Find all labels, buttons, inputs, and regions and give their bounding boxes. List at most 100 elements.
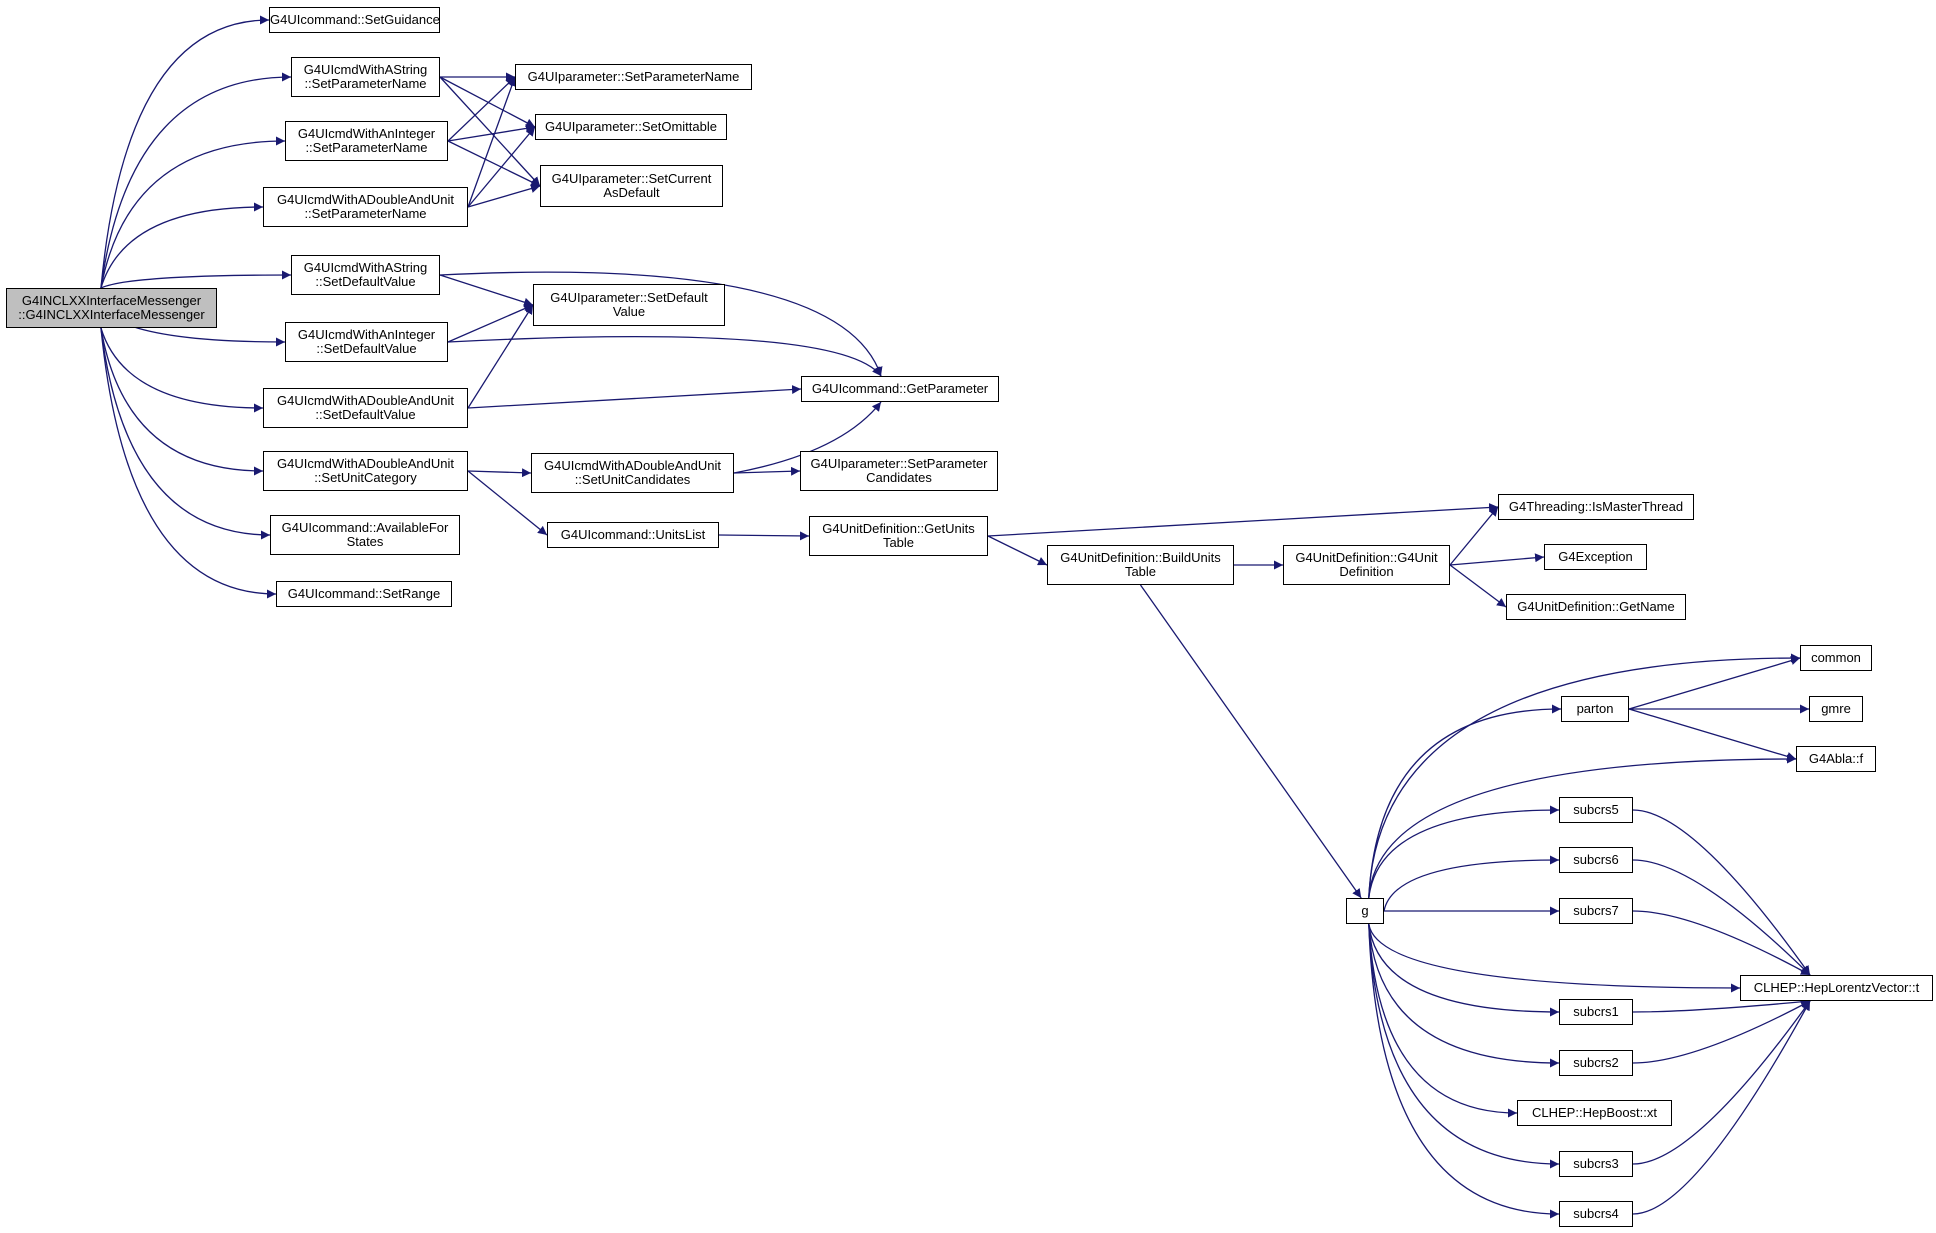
node-root[interactable]: G4INCLXXInterfaceMessenger::G4INCLXXInte… [6,288,217,328]
node-g4exception[interactable]: G4Exception [1544,544,1647,570]
node-param-setparamname[interactable]: G4UIparameter::SetParameterName [515,64,752,90]
node-label-line: G4UnitDefinition::BuildUnits [1060,550,1221,565]
node-dbl-setunitcand[interactable]: G4UIcmdWithADoubleAndUnit::SetUnitCandid… [531,453,734,493]
edge-subcrs2-to-hepvt [1632,1000,1811,1064]
node-subcrs3[interactable]: subcrs3 [1559,1151,1633,1177]
edge-subcrs4-to-hepvt [1632,1000,1811,1215]
node-hepvt[interactable]: CLHEP::HepLorentzVector::t [1740,975,1933,1001]
node-label-line: CLHEP::HepLorentzVector::t [1753,980,1920,995]
node-setguidance[interactable]: G4UIcommand::SetGuidance [269,7,440,33]
edge-g-to-subcrs2 [1368,923,1560,1068]
node-label-line: ::SetDefaultValue [315,407,416,422]
edge-str-setdefault-to-param-setdefault [439,274,534,307]
node-parton[interactable]: parton [1561,696,1629,722]
node-label-line: Candidates [866,470,932,485]
edge-dbl-setparamname-to-param-setomittable [467,126,536,208]
node-label-line: G4UIcmdWithADoubleAndUnit [543,458,722,473]
edge-subcrs7-to-hepvt [1632,910,1811,976]
edge-root-to-dbl-setparamname [100,202,264,289]
node-ablaf[interactable]: G4Abla::f [1796,746,1876,772]
node-label-line: G4UIparameter::SetOmittable [545,119,717,134]
edge-buildunitstable-to-g [1139,584,1362,899]
edge-parton-to-common [1628,656,1801,710]
node-hepboostxt[interactable]: CLHEP::HepBoost::xt [1517,1100,1672,1126]
node-ismaster[interactable]: G4Threading::IsMasterThread [1498,494,1694,520]
node-label-line: G4UnitDefinition::GetUnits [822,521,975,536]
edge-g4unitdef-to-g4exception [1449,553,1545,566]
node-label-line: Table [1124,564,1157,579]
node-label-line: subcrs1 [1573,1004,1619,1019]
edge-int-setparamname-to-param-setomittable [447,123,536,142]
edge-g-to-subcrs6 [1383,855,1560,912]
edge-g-to-ablaf [1368,754,1797,899]
node-param-setomittable[interactable]: G4UIparameter::SetOmittable [535,114,727,140]
node-gmre[interactable]: gmre [1809,696,1863,722]
edge-root-to-str-setparamname [100,72,292,289]
node-common[interactable]: common [1800,645,1872,671]
node-label-line: ::SetUnitCategory [314,470,417,485]
node-label-line: parton [1576,701,1614,716]
node-label-line: subcrs2 [1573,1055,1619,1070]
node-getname[interactable]: G4UnitDefinition::GetName [1506,594,1686,620]
node-subcrs2[interactable]: subcrs2 [1559,1050,1633,1076]
edge-root-to-dbl-setunitcat [100,327,264,476]
node-label-line: CLHEP::HepBoost::xt [1532,1105,1657,1120]
node-subcrs1[interactable]: subcrs1 [1559,999,1633,1025]
node-int-setdefault[interactable]: G4UIcmdWithAnInteger::SetDefaultValue [285,322,448,362]
node-label-line: subcrs6 [1573,852,1619,867]
node-label-line: G4UIcommand::GetParameter [811,381,989,396]
node-str-setdefault[interactable]: G4UIcmdWithAString::SetDefaultValue [291,255,440,295]
node-label-line: ::SetParameterName [304,206,427,221]
edge-dbl-setunitcat-to-dbl-setunitcand [467,468,532,478]
node-int-setparamname[interactable]: G4UIcmdWithAnInteger::SetParameterName [285,121,448,161]
edge-int-setdefault-to-param-setdefault [447,304,534,343]
node-dbl-setunitcat[interactable]: G4UIcmdWithADoubleAndUnit::SetUnitCatego… [263,451,468,491]
edge-dbl-setparamname-to-param-setcurrent [467,184,541,208]
node-label-line: G4UIcmdWithAnInteger [297,327,436,342]
edge-g-to-hepboostxt [1368,923,1518,1118]
node-label-line: subcrs5 [1573,802,1619,817]
edge-parton-to-ablaf [1628,708,1797,761]
edge-unitslist-to-getunitstable [718,531,810,541]
edge-g-to-subcrs4 [1368,923,1560,1219]
node-label-line: G4UIcmdWithAnInteger [297,126,436,141]
edge-g-to-subcrs1 [1368,923,1560,1017]
node-setrange[interactable]: G4UIcommand::SetRange [276,581,452,607]
edge-subcrs1-to-hepvt [1632,997,1811,1013]
node-label-line: common [1811,650,1861,665]
node-label-line: G4Abla::f [1808,751,1864,766]
node-label-line: subcrs4 [1573,1206,1619,1221]
node-label-line: G4UIcmdWithADoubleAndUnit [276,393,455,408]
node-subcrs4[interactable]: subcrs4 [1559,1201,1633,1227]
node-label-line: G4UIcmdWithAString [303,62,428,77]
node-str-setparamname[interactable]: G4UIcmdWithAString::SetParameterName [291,57,440,97]
node-unitslist[interactable]: G4UIcommand::UnitsList [547,522,719,548]
node-label-line: subcrs7 [1573,903,1619,918]
node-subcrs5[interactable]: subcrs5 [1559,797,1633,823]
node-subcrs6[interactable]: subcrs6 [1559,847,1633,873]
node-label-line: G4UIcommand::SetRange [287,586,441,601]
edge-dbl-setunitcand-to-getparameter [733,401,882,474]
edge-root-to-setguidance [100,15,270,289]
node-dbl-setparamname[interactable]: G4UIcmdWithADoubleAndUnit::SetParameterN… [263,187,468,227]
edge-getunitstable-to-buildunitstable [987,535,1048,566]
node-label-line: Table [882,535,915,550]
edge-getunitstable-to-ismaster [987,503,1499,537]
edge-g-to-subcrs5 [1368,805,1560,899]
node-label-line: ::SetUnitCandidates [574,472,691,487]
node-g[interactable]: g [1346,898,1384,924]
edge-root-to-availablefor [100,327,271,540]
node-label-line: States [346,534,384,549]
node-label-line: G4UIcmdWithADoubleAndUnit [276,192,455,207]
node-dbl-setdefault[interactable]: G4UIcmdWithADoubleAndUnit::SetDefaultVal… [263,388,468,428]
edge-g4unitdef-to-getname [1449,564,1507,608]
node-subcrs7[interactable]: subcrs7 [1559,898,1633,924]
node-getparameter[interactable]: G4UIcommand::GetParameter [801,376,999,402]
